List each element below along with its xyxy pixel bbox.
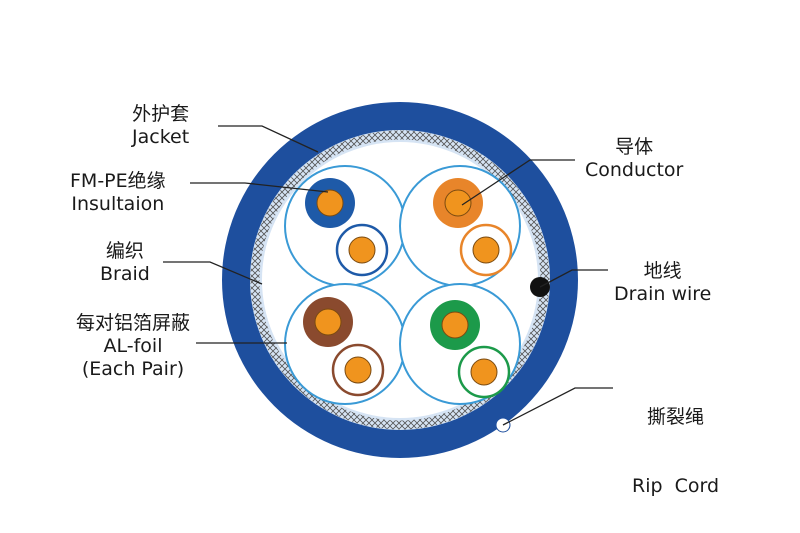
label-drain: 地线 Drain wire — [614, 260, 711, 306]
conductor-blue-stripe — [348, 236, 376, 264]
conductor-green-stripe — [470, 358, 498, 386]
conductor-brown-stripe — [344, 356, 372, 384]
label-conductor: 导体 Conductor — [585, 136, 683, 182]
label-foil-en2: (Each Pair) — [81, 358, 185, 380]
label-braid-zh: 编织 — [105, 240, 144, 262]
label-foil-zh: 每对铝箔屏蔽 — [76, 312, 191, 334]
label-conductor-en: Conductor — [585, 159, 684, 181]
leader-jacket — [218, 125, 319, 153]
leader-insulation — [190, 182, 329, 193]
label-insulation: FM-PE绝缘 Insultaion — [70, 170, 166, 216]
conductor-blue-solid — [316, 189, 344, 217]
label-insulation-zh: FM-PE绝缘 — [70, 170, 166, 192]
leader-drain — [539, 269, 608, 288]
conductor-green-solid — [441, 311, 469, 339]
label-drain-en: Drain wire — [614, 283, 712, 305]
label-insulation-en: Insultaion — [71, 193, 165, 215]
label-jacket-en: Jacket — [132, 126, 190, 148]
label-ripcord-zh: 撕裂绳 — [647, 406, 705, 428]
conductor-orange-stripe — [472, 236, 500, 264]
label-ripcord-en: Rip Cord — [632, 475, 720, 497]
label-ripcord: 撕裂绳 Rip Cord — [632, 360, 719, 521]
label-braid: 编织 Braid — [100, 240, 150, 286]
leader-conductor — [461, 159, 575, 206]
label-jacket-zh: 外护套 — [132, 103, 190, 125]
label-conductor-zh: 导体 — [615, 136, 654, 158]
label-jacket: 外护套 Jacket — [132, 103, 189, 149]
conductor-brown-solid — [314, 308, 342, 336]
label-drain-zh: 地线 — [643, 260, 682, 282]
leader-ripcord — [502, 387, 613, 426]
conductor-orange-solid — [444, 189, 472, 217]
label-foil-en: AL-foil — [103, 335, 163, 357]
leader-braid — [163, 261, 263, 285]
label-braid-en: Braid — [100, 263, 150, 285]
label-foil: 每对铝箔屏蔽 AL-foil (Each Pair) — [76, 312, 190, 381]
